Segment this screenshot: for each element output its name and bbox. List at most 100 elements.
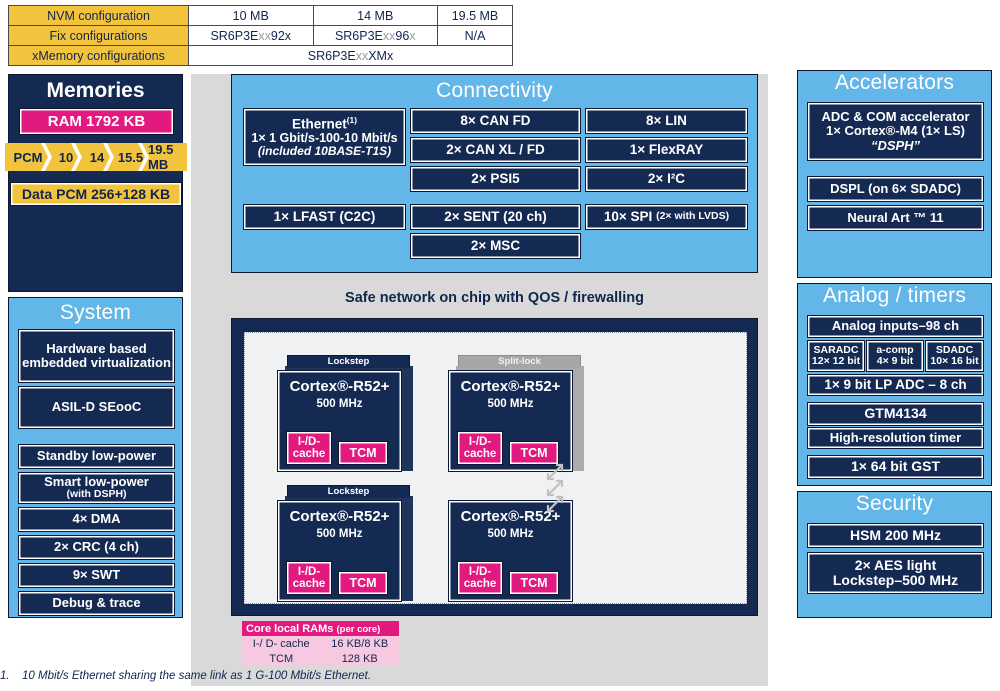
nvm-14mb-cell: 14 MB — [312, 5, 438, 26]
core-cache-box: I-/D-cache — [286, 431, 332, 465]
fix-config-19mb-cell: N/A — [437, 25, 513, 46]
table-row: I-/ D- cache 16 KB/8 KB — [242, 636, 399, 651]
connectivity-psi5[interactable]: 2× PSI5 — [410, 166, 581, 192]
core-box-2[interactable]: Cortex®-R52+ 500 MHz I-/D-cache TCM — [448, 370, 573, 472]
core-name: Cortex®-R52+ — [460, 508, 561, 525]
cache-row-value: 16 KB/8 KB — [320, 636, 399, 651]
memories-title: Memories — [46, 79, 145, 102]
pcm-segment-14: 14 — [81, 143, 114, 171]
core-tcm-box: TCM — [509, 441, 559, 465]
pcm-segment-19-5: 19.5 MB — [148, 143, 174, 171]
system-item-debug-trace[interactable]: Debug & trace — [18, 591, 175, 616]
footnote: 1. 10 Mbit/s Ethernet sharing the same li… — [0, 670, 600, 682]
core-name: Cortex®-R52+ — [289, 378, 390, 395]
accelerator-adc-com[interactable]: ADC & COM accelerator 1× Cortex®-M4 (1× … — [807, 102, 984, 161]
core-frequency: 500 MHz — [316, 398, 363, 410]
accelerator-dspl[interactable]: DSPL (on 6× SDADC) — [807, 176, 984, 202]
xmemory-config-cell: SR6P3ExxXMx — [188, 45, 513, 66]
core-box-3[interactable]: Cortex®-R52+ 500 MHz I-/D-cache TCM — [277, 500, 402, 602]
noc-label: Safe network on chip with QOS / firewall… — [345, 290, 644, 306]
core-box-1[interactable]: Cortex®-R52+ 500 MHz I-/D-cache TCM — [277, 370, 402, 472]
analog-inputs[interactable]: Analog inputs–98 ch — [807, 315, 984, 338]
accelerator-neural-art[interactable]: Neural Art ™ 11 — [807, 205, 984, 231]
core-local-rams-header: Core local RAMs (per core) — [242, 621, 399, 636]
core-cache-box: I-/D-cache — [457, 561, 503, 595]
ram-box: RAM 1792 KB — [19, 108, 174, 135]
connectivity-flexray[interactable]: 1× FlexRAY — [585, 137, 748, 163]
table-row: NVM configuration 10 MB 14 MB 19.5 MB — [8, 5, 513, 26]
core-tcm-box: TCM — [338, 571, 388, 595]
core-interconnect-arrows — [545, 461, 573, 523]
configuration-table: NVM configuration 10 MB 14 MB 19.5 MB Fi… — [8, 5, 513, 66]
analog-high-resolution-timer[interactable]: High-resolution timer — [807, 427, 984, 449]
connectivity-sent[interactable]: 2× SENT (20 ch) — [410, 204, 581, 230]
xmemory-configurations-label: xMemory configurations — [8, 45, 189, 66]
connectivity-spi[interactable]: 10× SPI (2× with LVDS) — [585, 204, 748, 230]
system-item-virtualization[interactable]: Hardware based embedded virtualization — [18, 329, 175, 383]
nvm-19mb-cell: 19.5 MB — [437, 5, 513, 26]
connectivity-can-fd[interactable]: 8× CAN FD — [410, 108, 581, 134]
connectivity-lfast[interactable]: 1× LFAST (C2C) — [243, 204, 406, 230]
accelerators-panel: Accelerators ADC & COM accelerator 1× Co… — [797, 70, 992, 278]
core-cache-box: I-/D-cache — [457, 431, 503, 465]
connectivity-msc[interactable]: 2× MSC — [410, 233, 581, 259]
pcm-segment-10: 10 — [51, 143, 82, 171]
system-panel: System Hardware based embedded virtualiz… — [8, 297, 183, 618]
fix-config-14mb-cell: SR6P3Exx96x — [312, 25, 438, 46]
core-box-4[interactable]: Cortex®-R52+ 500 MHz I-/D-cache TCM — [448, 500, 573, 602]
nvm-configuration-label: NVM configuration — [8, 5, 189, 26]
system-item-swt[interactable]: 9× SWT — [18, 563, 175, 588]
core-name: Cortex®-R52+ — [289, 508, 390, 525]
connectivity-i2c[interactable]: 2× I²C — [585, 166, 748, 192]
system-title: System — [59, 301, 132, 324]
analog-gst[interactable]: 1× 64 bit GST — [807, 455, 984, 479]
pcm-chevron-bar: PCM 10 14 15.5 19.5 MB — [5, 143, 187, 171]
security-hsm[interactable]: HSM 200 MHz — [807, 523, 984, 548]
system-item-dma[interactable]: 4× DMA — [18, 507, 175, 532]
table-row: TCM 128 KB — [242, 651, 399, 666]
core-complex-outer: Lockstep Cortex®-R52+ 500 MHz I-/D-cache… — [231, 318, 758, 616]
table-row: Core local RAMs (per core) — [242, 621, 399, 636]
connectivity-ethernet[interactable]: Ethernet(1) 1× 1 Gbit/s-100-10 Mbit/s (i… — [243, 108, 406, 166]
tcm-row-label: TCM — [242, 651, 321, 666]
accelerators-title: Accelerators — [834, 71, 955, 94]
fix-configurations-label: Fix configurations — [8, 25, 189, 46]
core-complex-inner: Lockstep Cortex®-R52+ 500 MHz I-/D-cache… — [244, 332, 747, 604]
system-item-crc[interactable]: 2× CRC (4 ch) — [18, 535, 175, 560]
connectivity-can-xl-fd[interactable]: 2× CAN XL / FD — [410, 137, 581, 163]
ethernet-label: Ethernet(1) — [292, 114, 357, 132]
nvm-10mb-cell: 10 MB — [188, 5, 314, 26]
pcm-segment-label: PCM — [5, 143, 52, 171]
core-tcm-box: TCM — [509, 571, 559, 595]
core-frequency: 500 MHz — [487, 528, 534, 540]
security-title: Security — [855, 492, 934, 515]
analog-gtm4134[interactable]: GTM4134 — [807, 402, 984, 426]
connectivity-panel: Connectivity Ethernet(1) 1× 1 Gbit/s-100… — [231, 74, 758, 273]
core-name: Cortex®-R52+ — [460, 378, 561, 395]
system-item-asil-d[interactable]: ASIL-D SEooC — [18, 386, 175, 429]
fix-config-10mb-cell: SR6P3Exx92x — [188, 25, 314, 46]
system-item-standby-low-power[interactable]: Standby low-power — [18, 444, 175, 469]
core-local-rams-table: Core local RAMs (per core) I-/ D- cache … — [242, 621, 399, 666]
analog-timers-title: Analog / timers — [822, 284, 967, 307]
data-pcm-box: Data PCM 256+128 KB — [10, 182, 182, 206]
connectivity-lin[interactable]: 8× LIN — [585, 108, 748, 134]
system-item-smart-low-power[interactable]: Smart low-power (with DSPH) — [18, 472, 175, 504]
core-frequency: 500 MHz — [487, 398, 534, 410]
footnote-number: 1. — [0, 670, 10, 682]
tcm-row-value: 128 KB — [320, 651, 399, 666]
core-cache-box: I-/D-cache — [286, 561, 332, 595]
core-frequency: 500 MHz — [316, 528, 363, 540]
pcm-segment-15-5: 15.5 — [113, 143, 149, 171]
table-row: xMemory configurations SR6P3ExxXMx — [8, 45, 513, 66]
analog-lp-adc[interactable]: 1× 9 bit LP ADC – 8 ch — [807, 374, 984, 396]
footnote-text: 10 Mbit/s Ethernet sharing the same link… — [22, 670, 372, 682]
connectivity-title: Connectivity — [436, 79, 553, 102]
table-row: Fix configurations SR6P3Exx92x SR6P3Exx9… — [8, 25, 513, 46]
analog-timers-panel: Analog / timers Analog inputs–98 ch SARA… — [797, 283, 992, 486]
